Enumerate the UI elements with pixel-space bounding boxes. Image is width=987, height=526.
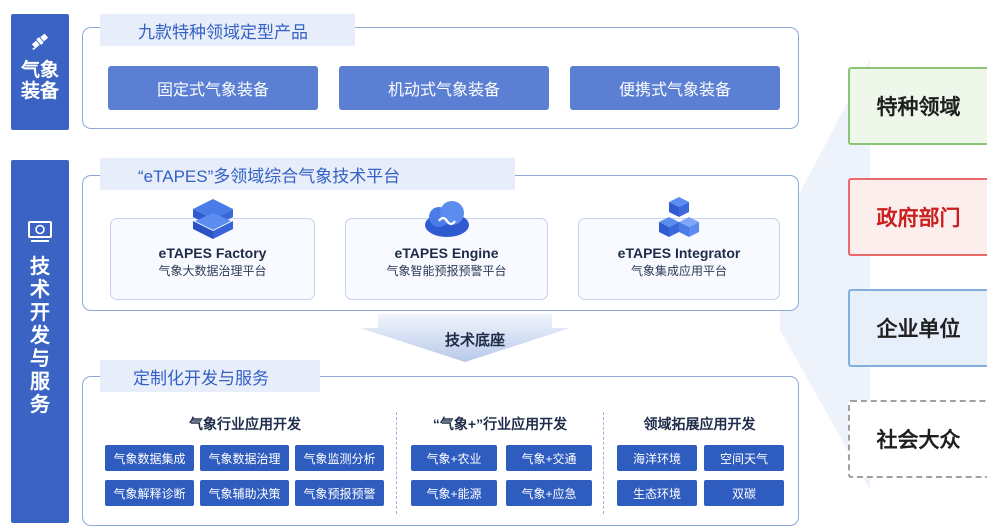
group-divider-2 — [603, 412, 604, 514]
audience-special[interactable]: 特种领域 — [848, 67, 987, 145]
tag-item[interactable]: 海洋环境 — [617, 445, 697, 471]
tag-item[interactable]: 气象+交通 — [506, 445, 592, 471]
platform-card-factory-title: eTAPES Factory — [158, 245, 267, 261]
tag-item[interactable]: 生态环境 — [617, 480, 697, 506]
base-label: 技术底座 — [444, 332, 505, 349]
platform-card-engine-subtitle: 气象智能预报预警平台 — [386, 264, 507, 278]
product-button-fixed[interactable]: 固定式气象装备 — [108, 66, 318, 110]
custom-panel-title: 定制化开发与服务 — [100, 360, 320, 392]
tag-item[interactable]: 气象解释诊断 — [105, 480, 194, 506]
base-arrow — [360, 314, 570, 362]
audience-fan — [780, 60, 870, 490]
satellite-icon — [31, 33, 49, 50]
tag-item[interactable]: 气象+能源 — [411, 480, 497, 506]
data-layers-icon — [192, 199, 233, 239]
audience-enterprise[interactable]: 企业单位 — [848, 289, 987, 367]
platform-card-engine-title: eTAPES Engine — [394, 245, 499, 261]
platform-card-factory[interactable]: eTAPES Factory 气象大数据治理平台 — [110, 199, 315, 300]
tag-item[interactable]: 双碳 — [704, 480, 784, 506]
platform-card-factory-subtitle: 气象大数据治理平台 — [158, 264, 267, 278]
platform-card-integrator-subtitle: 气象集成应用平台 — [630, 264, 727, 278]
equipment-sidebar: 气象装备 — [11, 14, 69, 130]
tag-item[interactable]: 气象数据集成 — [105, 445, 194, 471]
product-button-portable[interactable]: 便携式气象装备 — [570, 66, 780, 110]
tech-sidebar-label: 技术开发与服务 — [30, 256, 50, 416]
group-title-domain: 领域拓展应用开发 — [643, 416, 756, 432]
audience-public[interactable]: 社会大众 — [848, 400, 987, 478]
group-title-meteo-plus: “气象+”行业应用开发 — [432, 416, 568, 432]
tag-item[interactable]: 气象+农业 — [411, 445, 497, 471]
tag-item[interactable]: 气象数据治理 — [200, 445, 289, 471]
tag-item[interactable]: 气象监测分析 — [295, 445, 384, 471]
tag-item[interactable]: 气象预报预警 — [295, 480, 384, 506]
group-divider-1 — [396, 412, 397, 514]
equipment-panel-title: 九款特种领域定型产品 — [100, 14, 355, 46]
audience-government[interactable]: 政府部门 — [848, 178, 987, 256]
platform-panel-title: “eTAPES”多领域综合气象技术平台 — [100, 158, 515, 190]
tag-item[interactable]: 气象+应急 — [506, 480, 592, 506]
group-title-meteo: 气象行业应用开发 — [189, 416, 301, 432]
tag-item[interactable]: 气象辅助决策 — [200, 480, 289, 506]
platform-card-integrator-title: eTAPES Integrator — [617, 245, 741, 261]
equipment-sidebar-label: 气象装备 — [20, 60, 59, 102]
platform-card-integrator[interactable]: eTAPES Integrator 气象集成应用平台 — [578, 197, 780, 300]
product-button-mobile[interactable]: 机动式气象装备 — [339, 66, 549, 110]
computer-icon — [28, 221, 52, 242]
tag-item[interactable]: 空间天气 — [704, 445, 784, 471]
cubes-icon — [659, 197, 699, 237]
platform-card-engine[interactable]: eTAPES Engine 气象智能预报预警平台 — [345, 201, 548, 300]
cloud-engine-icon — [424, 201, 469, 237]
tech-sidebar: 技术开发与服务 — [11, 160, 69, 523]
